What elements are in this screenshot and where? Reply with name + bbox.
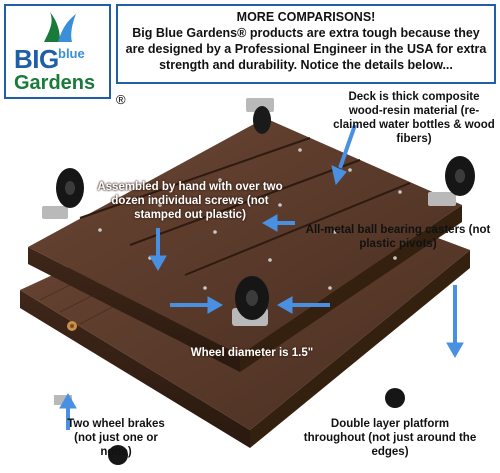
grass-icon [44, 12, 76, 42]
arrow-platform [446, 285, 464, 359]
callout-wheel: Wheel diameter is 1.5" [190, 347, 314, 359]
callout-casters: All-metal ball bearing casters (not plas… [305, 224, 491, 250]
caster-front [232, 276, 269, 326]
arrow-deck [331, 124, 357, 186]
headline-title: MORE COMPARISONS! [236, 10, 376, 24]
callout-screws: Assembled by hand with over two dozen in… [97, 181, 283, 221]
logo-gardens-text: Gardens [14, 72, 96, 94]
logo-blue-text: blue [58, 46, 85, 61]
caster-back [246, 98, 274, 134]
top-deck [28, 118, 462, 372]
arrow-casters [261, 214, 295, 232]
registered-mark: ® [116, 92, 126, 107]
arrow-wheel-left [170, 296, 224, 314]
callout-deck: Deck is thick composite wood-resin mater… [333, 91, 495, 145]
brand-logo: BIG blue Gardens [4, 4, 111, 99]
brake-caster [54, 388, 405, 465]
headline-body: Big Blue Gardens® products are extra tou… [125, 26, 487, 72]
arrow-wheel-right [276, 296, 330, 314]
callout-platform: Double layer platform throughout (not ju… [303, 418, 477, 458]
logo-big-text: BIG [14, 44, 59, 74]
caster-right [428, 156, 475, 206]
headline-box: MORE COMPARISONS! Big Blue Gardens® prod… [116, 4, 496, 84]
arrow-brakes [59, 392, 77, 430]
caster-left [42, 168, 84, 219]
callout-arrows [59, 124, 464, 430]
arrow-screws [149, 228, 167, 272]
callout-brakes: Two wheel brakes (not just one or none) [67, 418, 165, 458]
